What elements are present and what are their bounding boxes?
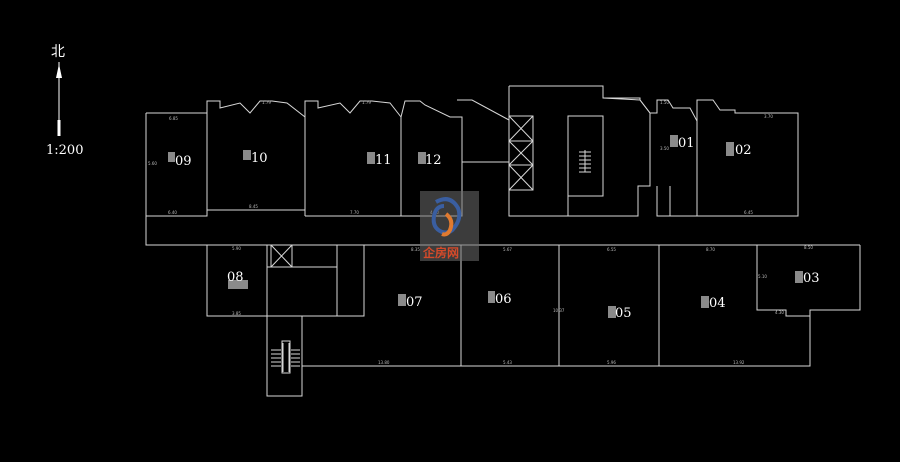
- unit-label-04: 04: [709, 296, 726, 311]
- dimension-labels: 6.85 6.40 5.60 8.45 1.79 7.70 1.79 4.80 …: [148, 100, 813, 365]
- unit-09[interactable]: 09: [168, 152, 192, 169]
- dimension-text: 3.70: [764, 114, 773, 119]
- dimension-text: 5.67: [503, 247, 512, 252]
- dimension-text: 8.70: [706, 247, 715, 252]
- dimension-text: 10.37: [553, 308, 565, 313]
- dimension-text: 6.45: [744, 210, 753, 215]
- unit-label-01: 01: [678, 136, 695, 151]
- north-label: 北: [51, 44, 65, 60]
- dimension-text: 5.90: [232, 246, 241, 251]
- upper-block-walls: [145, 85, 860, 246]
- lower-block-walls: [206, 244, 861, 397]
- unit-label-02: 02: [735, 143, 752, 158]
- watermark-logo: 企房网: [420, 191, 479, 261]
- dimension-text: 3.85: [232, 311, 241, 316]
- unit-label-06: 06: [495, 292, 512, 307]
- scale-label: 1:200: [46, 143, 83, 158]
- unit-08[interactable]: 08: [227, 270, 248, 289]
- unit-02[interactable]: 02: [726, 142, 752, 158]
- unit-label-08: 08: [227, 270, 244, 285]
- unit-label-09: 09: [175, 154, 192, 169]
- unit-03[interactable]: 03: [795, 271, 820, 286]
- unit-label-05: 05: [615, 306, 632, 321]
- unit-10[interactable]: 10: [243, 150, 268, 166]
- north-arrow: 北: [51, 44, 65, 136]
- watermark-text: 企房网: [422, 245, 459, 260]
- unit-label-10: 10: [251, 151, 268, 166]
- dimension-text: 6.40: [168, 210, 177, 215]
- dimension-text: 8.50: [804, 245, 813, 250]
- unit-label-12: 12: [425, 153, 442, 168]
- dimension-text: 1.79: [362, 100, 371, 105]
- dimension-text: 6.85: [169, 116, 178, 121]
- dimension-text: 13.80: [378, 360, 390, 365]
- dimension-text: 4.30: [775, 310, 784, 315]
- dimension-text: 1.79: [262, 100, 271, 105]
- unit-12[interactable]: 12: [418, 152, 442, 168]
- unit-11[interactable]: 11: [367, 152, 392, 168]
- unit-label-07: 07: [406, 295, 423, 310]
- unit-01[interactable]: 01: [670, 135, 695, 151]
- dimension-text: 8.45: [249, 204, 258, 209]
- unit-label-03: 03: [803, 271, 820, 286]
- dimension-text: 6.55: [607, 247, 616, 252]
- dimension-text: 13.92: [733, 360, 745, 365]
- unit-05[interactable]: 05: [608, 306, 632, 321]
- dimension-text: 3.50: [660, 146, 669, 151]
- dimension-text: 5.10: [758, 274, 767, 279]
- dimension-text: 7.70: [350, 210, 359, 215]
- dimension-text: 5.96: [607, 360, 616, 365]
- dimension-text: 1.50: [660, 100, 669, 105]
- dimension-text: 5.43: [503, 360, 512, 365]
- unit-04[interactable]: 04: [701, 296, 726, 311]
- unit-07[interactable]: 07: [398, 294, 423, 310]
- unit-06[interactable]: 06: [488, 291, 512, 307]
- dimension-text: 5.60: [148, 161, 157, 166]
- dimension-text: 8.35: [411, 247, 420, 252]
- unit-label-11: 11: [375, 153, 392, 168]
